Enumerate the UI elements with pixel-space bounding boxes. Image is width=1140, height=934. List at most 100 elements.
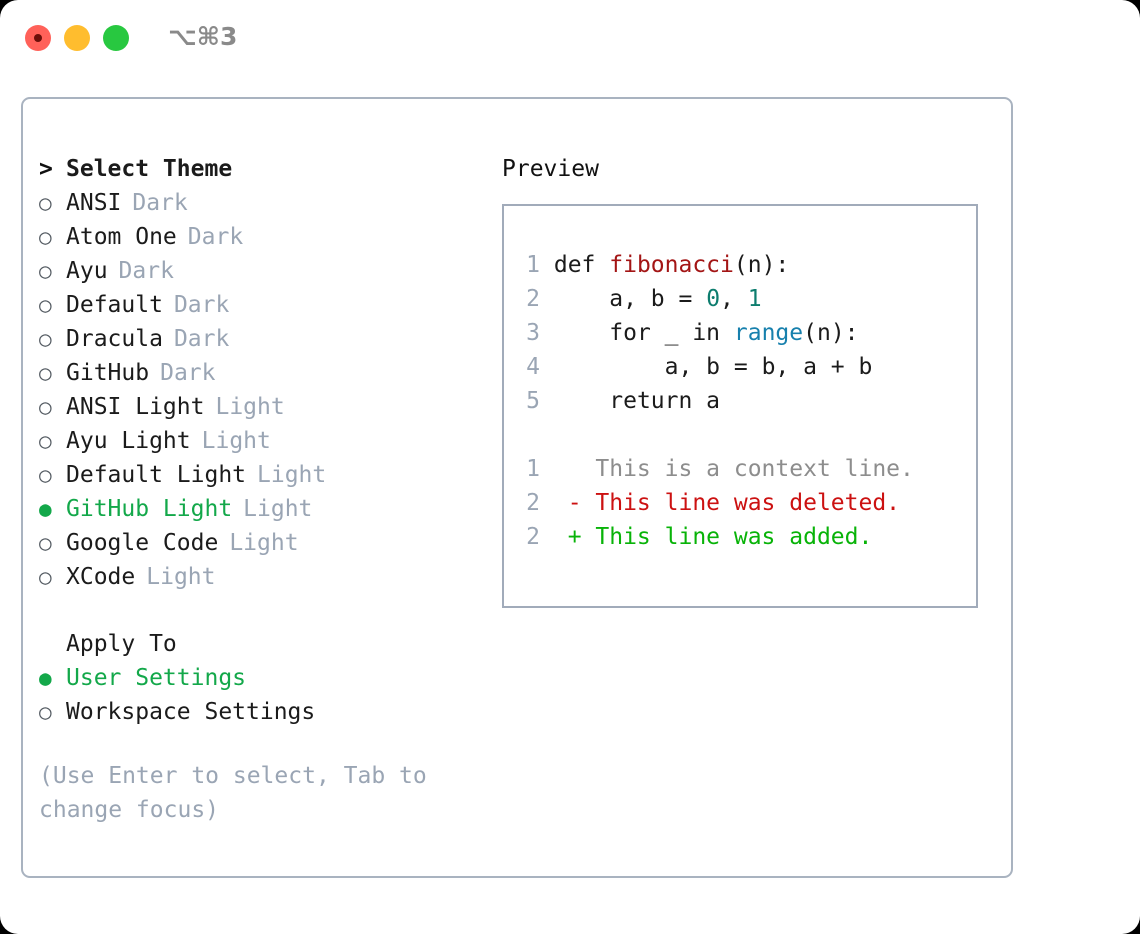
apply-to-header: ○ Apply To: [39, 627, 489, 661]
apply-to-item-label: User Settings: [66, 665, 247, 691]
code-token: a, b = b, a + b: [553, 354, 873, 380]
theme-item-label: Default: [66, 292, 163, 318]
apply-to-item-label: Workspace Settings: [66, 699, 316, 725]
radio-unselected-icon: ○: [39, 565, 52, 589]
diff-line: 2 + This line was added.: [514, 520, 914, 554]
minimize-button[interactable]: [64, 25, 90, 51]
caret-icon: >: [39, 156, 53, 182]
radio-unselected-icon: ○: [39, 293, 52, 317]
section-spacer: [39, 594, 489, 627]
theme-variant-badge: Light: [215, 394, 285, 420]
radio-unselected-icon: ○: [39, 225, 52, 249]
radio-unselected-icon: ○: [39, 531, 52, 555]
theme-item-label: Atom One: [66, 224, 177, 250]
theme-item-label: XCode: [66, 564, 136, 590]
radio-unselected-icon: ○: [39, 429, 52, 453]
code-line: 3 for _ in range(n):: [514, 316, 914, 350]
keyboard-shortcut-label: ⌥⌘3: [168, 22, 238, 51]
radio-unselected-icon: ○: [39, 463, 52, 487]
theme-item-default-light[interactable]: ○ Default Light Light: [39, 458, 489, 492]
theme-variant-badge: Dark: [173, 326, 230, 352]
theme-item-dracula[interactable]: ○ Dracula Dark: [39, 322, 489, 356]
close-button[interactable]: [25, 25, 51, 51]
apply-to-item-workspace-settings[interactable]: ○ Workspace Settings: [39, 695, 489, 729]
theme-variant-badge: Light: [243, 496, 313, 522]
preview-column: Preview: [502, 152, 997, 186]
diff-line-text: + This line was added.: [540, 524, 873, 550]
theme-item-label: Dracula: [66, 326, 163, 352]
apply-to-list: ●User Settings ○ Workspace Settings: [39, 661, 489, 729]
diff-line-text: This is a context line.: [540, 456, 914, 482]
diff-line-text: - This line was deleted.: [540, 490, 901, 516]
theme-variant-badge: Light: [229, 530, 299, 556]
theme-item-default[interactable]: ○ Default Dark: [39, 288, 489, 322]
theme-item-label: ANSI: [66, 190, 122, 216]
theme-item-ansi-light[interactable]: ○ ANSI Light Light: [39, 390, 489, 424]
theme-item-label: Default Light: [66, 462, 247, 488]
code-token: return a: [553, 388, 721, 414]
apply-to-item-user-settings[interactable]: ●User Settings: [39, 661, 489, 695]
theme-item-label: Ayu Light: [66, 428, 191, 454]
line-number: 2: [526, 490, 540, 516]
code-token: (n):: [803, 320, 859, 346]
theme-variant-badge: Light: [146, 564, 216, 590]
radio-unselected-icon: ○: [39, 191, 52, 215]
code-token: range: [733, 320, 804, 346]
diff-line: 2 - This line was deleted.: [514, 486, 914, 520]
line-number: 2: [526, 524, 540, 550]
zoom-button[interactable]: [103, 25, 129, 51]
theme-item-xcode[interactable]: ○ XCode Light: [39, 560, 489, 594]
code-blank-line: [514, 418, 914, 452]
line-number: 3: [526, 320, 540, 346]
line-number: 5: [526, 388, 540, 414]
radio-unselected-icon: ○: [39, 327, 52, 351]
theme-variant-badge: Dark: [160, 360, 216, 386]
radio-unselected-icon: ○: [39, 700, 52, 724]
code-token: def: [553, 252, 610, 278]
radio-selected-icon: ●: [39, 497, 52, 521]
code-line: 2 a, b = 0, 1: [514, 282, 914, 316]
code-token: fibonacci: [609, 252, 734, 278]
radio-unselected-icon: ○: [39, 395, 52, 419]
line-number: 1: [526, 456, 540, 482]
theme-list-header: > Select Theme: [39, 152, 489, 186]
theme-item-ansi[interactable]: ○ ANSI Dark: [39, 186, 489, 220]
code-line: 1 def fibonacci(n):: [514, 248, 914, 282]
line-number: 4: [526, 354, 540, 380]
line-number: 1: [526, 252, 540, 278]
radio-unselected-icon: ○: [39, 361, 52, 385]
code-token: a, b =: [553, 286, 707, 312]
code-token: 0: [706, 286, 721, 312]
spacer-icon: ○: [39, 627, 66, 661]
theme-variant-badge: Light: [257, 462, 327, 488]
code-line: 4 a, b = b, a + b: [514, 350, 914, 384]
code-token: (n):: [733, 252, 790, 278]
theme-item-label: Ayu: [66, 258, 108, 284]
theme-item-label: ANSI Light: [66, 394, 205, 420]
window-controls: [25, 25, 129, 51]
title-bar: ⌥⌘3: [0, 0, 1140, 78]
code-line: 5 return a: [514, 384, 914, 418]
apply-to-title: Apply To: [66, 631, 177, 657]
theme-list-title: Select Theme: [66, 156, 233, 182]
keyboard-hint: (Use Enter to select, Tab to change focu…: [39, 763, 427, 823]
theme-item-github-light[interactable]: ● GitHub Light Light: [39, 492, 489, 526]
code-token: ,: [720, 286, 748, 312]
radio-unselected-icon: ○: [39, 259, 52, 283]
line-number: 2: [526, 286, 540, 312]
code-token: for _ in: [553, 320, 734, 346]
theme-variant-badge: Dark: [173, 292, 230, 318]
theme-variant-badge: Dark: [132, 190, 188, 216]
theme-item-label: GitHub Light: [66, 496, 233, 522]
